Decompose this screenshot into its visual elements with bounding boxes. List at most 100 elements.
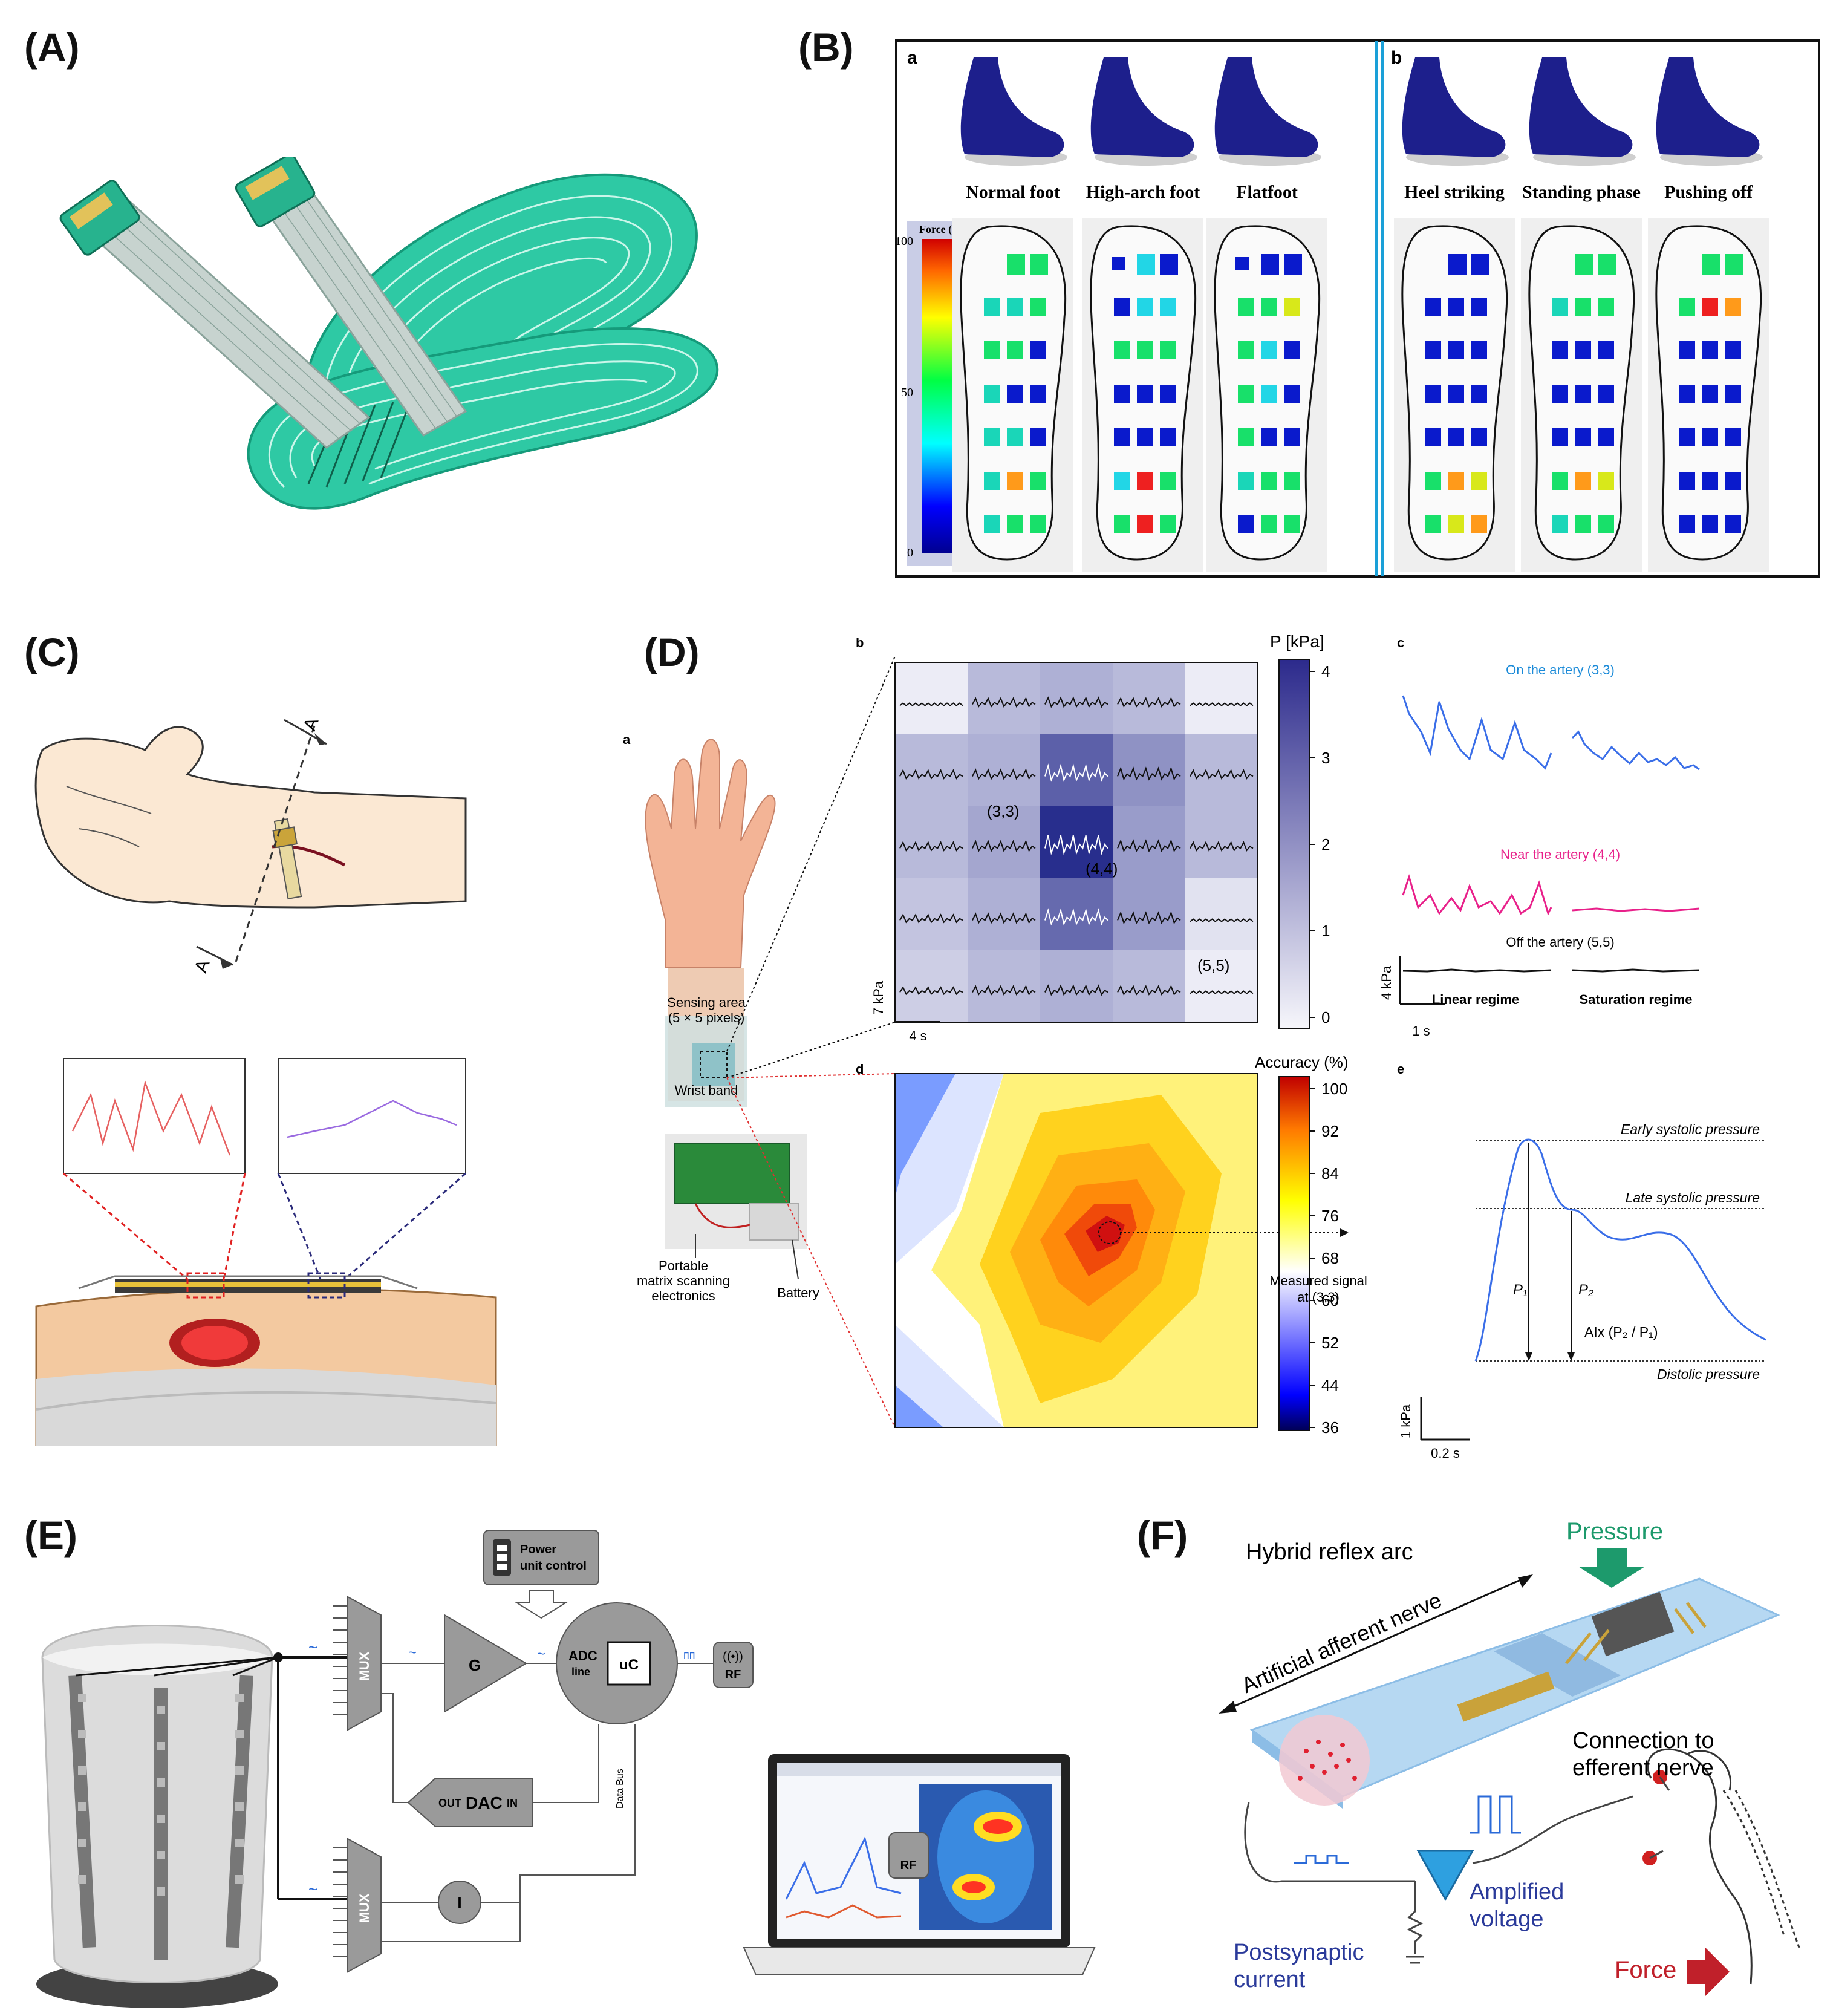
pressure-cell — [1030, 341, 1046, 359]
pressure-cell — [1471, 385, 1487, 403]
panel-letter-c: (C) — [24, 630, 80, 674]
rf-label: RF — [725, 1668, 741, 1682]
pressure-cell — [1552, 298, 1568, 316]
scale-7kpa: 7 kPa — [871, 980, 886, 1015]
pressure-cell — [1425, 298, 1441, 316]
matrix-cell — [895, 878, 968, 950]
pressure-tick: 3 — [1321, 749, 1330, 767]
matrix-cell — [1040, 878, 1113, 950]
pressure-cell — [1425, 385, 1441, 403]
pixel-waveform — [899, 702, 963, 706]
pressure-cell — [1598, 341, 1614, 359]
foot-label: Heel striking — [1404, 182, 1505, 202]
scale-c-4kpa: 4 kPa — [1379, 965, 1394, 1000]
accuracy-tick: 92 — [1321, 1122, 1339, 1140]
pressure-cell — [1679, 428, 1695, 446]
panel-letter-a: (A) — [24, 25, 80, 70]
label-aix: AIx (P₂ / P₁) — [1584, 1324, 1658, 1340]
waveform-off-artery-saturation — [1572, 968, 1700, 973]
power-label-2: unit control — [520, 1559, 587, 1573]
pressure-cell — [1007, 472, 1023, 490]
pressure-cell — [1160, 298, 1176, 316]
label-on-artery: On the artery (3,3) — [1506, 662, 1615, 677]
mux-bottom — [347, 1838, 382, 1973]
pressure-cell — [1007, 341, 1023, 359]
pressure-tick: 4 — [1321, 662, 1330, 680]
gain-amplifier — [444, 1614, 527, 1713]
pressure-cell — [1425, 472, 1441, 490]
pressure-cell — [1598, 428, 1614, 446]
amplifier-triangle — [1416, 1850, 1474, 1902]
label-early-systolic: Early systolic pressure — [1621, 1121, 1760, 1137]
matrix-cell — [1113, 950, 1185, 1022]
adc-line-label: line — [571, 1666, 590, 1678]
pressure-cell — [1284, 515, 1300, 533]
pressure-cell — [1575, 515, 1591, 533]
foot-label: Flatfoot — [1236, 182, 1298, 202]
pixel-waveform — [899, 986, 963, 996]
battery-label: Battery — [777, 1285, 819, 1300]
pressure-cell — [1007, 385, 1023, 403]
mux-bottom-label: MUX — [357, 1893, 372, 1923]
panel-d-sub-a: a — [623, 732, 631, 747]
pressure-cell — [1471, 428, 1487, 446]
pressure-cell — [1425, 341, 1441, 359]
pressure-cell — [1598, 472, 1614, 490]
amplified-label-1: Amplified — [1470, 1879, 1564, 1905]
ribbon-cable-right — [235, 157, 467, 437]
accuracy-tick: 100 — [1321, 1080, 1347, 1098]
pressure-unit-label: P [kPa] — [1270, 632, 1324, 651]
matrix-cell — [968, 950, 1040, 1022]
electronics-photo: Portable matrix scanning electronics Bat… — [637, 1134, 819, 1303]
pixel-waveform — [1044, 696, 1108, 708]
pressure-cell — [1261, 472, 1277, 490]
pressure-cell — [1284, 254, 1302, 275]
pressure-cell — [984, 472, 1000, 490]
pressure-cell — [1261, 341, 1277, 359]
colorbar-tick-50: 50 — [901, 386, 913, 399]
panel-letter-e: (E) — [24, 1513, 77, 1558]
pressure-cell — [1702, 254, 1720, 275]
matrix-cell — [1113, 662, 1185, 734]
panel-b-sub-a: a — [907, 48, 917, 68]
accuracy-map — [895, 1074, 1258, 1427]
panel-letter-f: (F) — [1137, 1513, 1188, 1558]
pressure-cell — [1030, 428, 1046, 446]
waveform-on-artery-linear — [1402, 695, 1552, 770]
colorbar-tick-0: 0 — [907, 546, 913, 559]
scale-e-1kpa: 1 kPa — [1398, 1404, 1413, 1438]
waveform-near-artery-linear — [1402, 874, 1552, 916]
pressure-cell — [1238, 428, 1254, 446]
pressure-cell — [1679, 472, 1695, 490]
pressure-cell — [1471, 341, 1487, 359]
pressure-cell — [1702, 385, 1718, 403]
pressure-cell — [1284, 472, 1300, 490]
laptop-display: RF — [743, 1754, 1096, 1975]
dac-in-label: IN — [507, 1797, 518, 1809]
panel-a-insole-illustration — [59, 157, 719, 510]
pressure-cell — [1007, 515, 1023, 533]
waveform-box-red — [63, 1058, 246, 1174]
pressure-cell — [1679, 385, 1695, 403]
pressure-arrow-icon — [1578, 1548, 1645, 1588]
pressure-cell — [1030, 254, 1048, 275]
pixel-waveform — [1044, 984, 1108, 996]
pressure-cell — [1238, 385, 1254, 403]
pixel-waveform — [1117, 766, 1181, 781]
pressure-cell — [1160, 472, 1176, 490]
matrix-cell — [895, 734, 968, 806]
pressure-cell — [1238, 472, 1254, 490]
laptop-rf-module — [888, 1832, 929, 1879]
dac-label: DAC — [466, 1793, 503, 1812]
pressure-tick: 2 — [1321, 835, 1330, 853]
connection-label-1: Connection to — [1572, 1728, 1714, 1753]
pressure-cell — [1284, 428, 1300, 446]
pixel-waveform — [1190, 702, 1254, 706]
matrix-cell — [1113, 878, 1185, 950]
accuracy-tick: 76 — [1321, 1207, 1339, 1225]
pixel-waveform — [1044, 763, 1108, 782]
pressure-cell — [1425, 515, 1441, 533]
pressure-cell — [1702, 428, 1718, 446]
pressure-cell — [1137, 341, 1153, 359]
accuracy-tick: 68 — [1321, 1249, 1339, 1267]
